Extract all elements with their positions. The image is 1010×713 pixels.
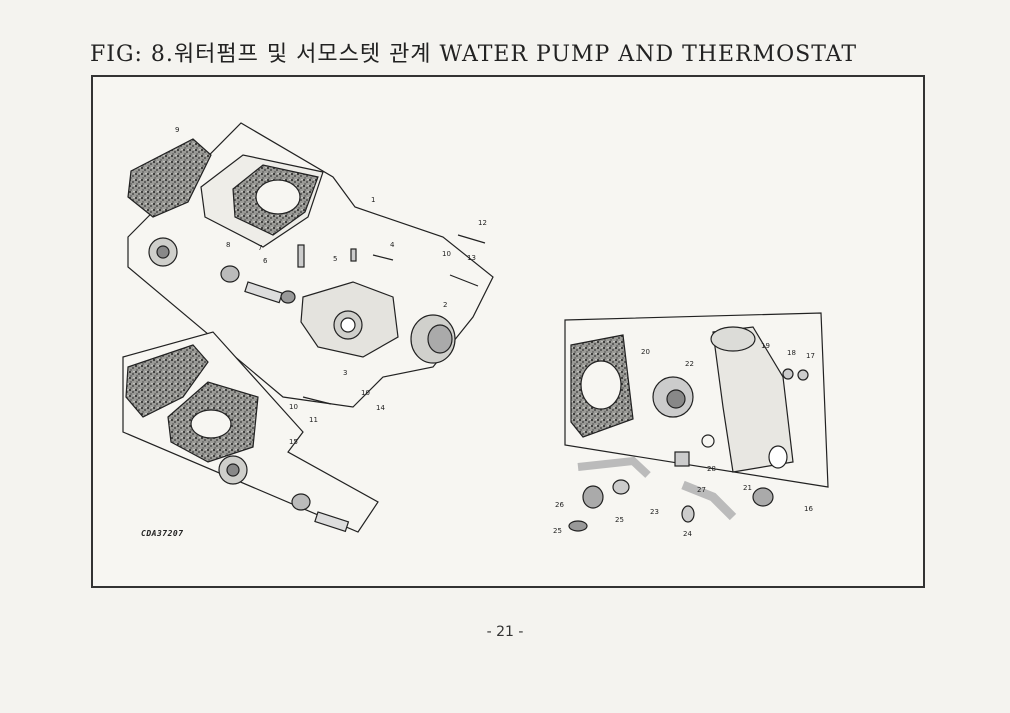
- part-label: 10: [289, 403, 298, 411]
- page-title: FIG: 8.워터펌프 및 서모스텟 관계 WATER PUMP AND THE…: [90, 42, 858, 67]
- diagram-frame: 1 2 3 4 5 6 7 8 9 10 10 10 11 12 13 14 1…: [91, 75, 925, 588]
- part-label: 19: [761, 342, 770, 350]
- part-label: 10: [361, 389, 370, 397]
- part-label: 21: [743, 484, 752, 492]
- part-label: 5: [333, 255, 337, 263]
- part-label: 9: [175, 126, 179, 134]
- thermostat-group: [564, 312, 829, 532]
- part-label: 20: [641, 348, 650, 356]
- part-label: 14: [376, 404, 385, 412]
- drawing-code: CDA37207: [141, 529, 184, 538]
- part-label: 10: [442, 250, 451, 258]
- part-label: 25: [615, 516, 624, 524]
- part-label: 7: [258, 244, 262, 252]
- part-label: 23: [650, 508, 659, 516]
- part-label: 24: [683, 530, 692, 538]
- water-pump-group: [122, 122, 494, 533]
- part-label: 25: [553, 527, 562, 535]
- part-label: 13: [467, 254, 476, 262]
- page-number: - 21 -: [486, 624, 524, 640]
- part-label: 6: [263, 257, 268, 265]
- part-label: 4: [390, 241, 395, 249]
- exploded-parts-drawing: 1 2 3 4 5 6 7 8 9 10 10 10 11 12 13 14 1…: [122, 122, 829, 538]
- part-label: 1: [371, 196, 375, 204]
- part-label: 22: [685, 360, 694, 368]
- part-label: 11: [309, 416, 318, 424]
- part-label: 8: [226, 241, 230, 249]
- part-labels-right: 16 17 18 19 20 21 22 23 24 25 25 26 27 2…: [553, 342, 815, 538]
- part-label: 16: [804, 505, 813, 513]
- part-labels-left: 1 2 3 4 5 6 7 8 9 10 10 10 11 12 13 14 1…: [175, 126, 487, 446]
- part-label: 17: [806, 352, 815, 360]
- part-label: 15: [289, 438, 298, 446]
- part-label: 12: [478, 219, 487, 227]
- part-label: 2: [443, 301, 447, 309]
- part-label: 27: [697, 486, 706, 494]
- part-label: 28: [707, 465, 716, 473]
- part-label: 3: [343, 369, 347, 377]
- part-label: 26: [555, 501, 564, 509]
- part-label: 18: [787, 349, 796, 357]
